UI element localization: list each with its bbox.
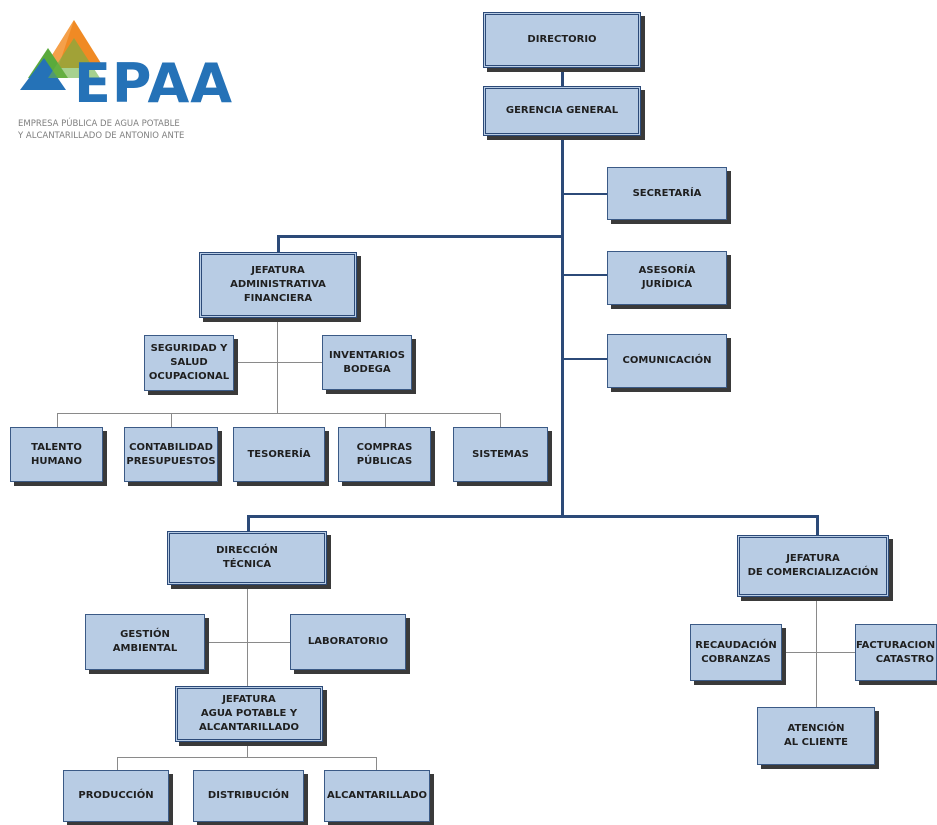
box-compras: COMPRAS PÚBLICAS (338, 427, 431, 482)
connector-compras (385, 413, 386, 427)
connector-admin-drop (277, 235, 280, 253)
connector-comercial-side (781, 652, 855, 653)
connector-produccion (117, 757, 118, 770)
label-produccion: PRODUCCIÓN (78, 790, 154, 801)
label-sistemas: SISTEMAS (472, 448, 529, 460)
label-gerencia-general: GERENCIA GENERAL (505, 105, 619, 116)
label-secretaria: SECRETARÍA (632, 187, 702, 199)
label-comunicacion: COMUNICACIÓN (622, 355, 712, 366)
label-laboratorio: LABORATORIO (307, 636, 389, 647)
label-jefatura-comercializacion: JEFATURA DE COMERCIALIZACIÓN (747, 553, 879, 578)
box-seguridad: SEGURIDAD Y SALUD OCUPACIONAL (144, 335, 234, 391)
label-talento-humano: TALENTO HUMANO (30, 441, 83, 467)
box-sistemas: SISTEMAS (453, 427, 548, 482)
label-recaudacion: RECAUDACIÓN COBRANZAS (695, 639, 777, 665)
box-inventarios: INVENTARIOS BODEGA (322, 335, 412, 390)
label-seguridad: SEGURIDAD Y SALUD OCUPACIONAL (148, 343, 230, 382)
label-direccion-tecnica: DIRECCIÓN TÉCNICA (216, 545, 278, 570)
connector-sistemas (500, 413, 501, 427)
connector-agua-children (117, 757, 377, 758)
logo-subtitle: EMPRESA PÚBLICA DE AGUA POTABLE Y ALCANT… (18, 119, 185, 141)
connector-admin-branch (277, 235, 563, 238)
connector-tecnica-drop (247, 515, 250, 531)
box-jefatura-agua: JEFATURA AGUA POTABLE Y ALCANTARILLADO (175, 686, 323, 742)
box-secretaria: SECRETARÍA (607, 167, 727, 220)
box-comunicacion: COMUNICACIÓN (607, 334, 727, 388)
box-direccion-tecnica: DIRECCIÓN TÉCNICA (167, 531, 327, 585)
connector-admin-children (57, 413, 501, 414)
label-directorio: DIRECTORIO (527, 34, 597, 45)
label-facturacion: FACTURACION CATASTRO (856, 639, 936, 665)
label-compras: COMPRAS PÚBLICAS (356, 441, 413, 467)
connector-alcantarillado (376, 757, 377, 770)
logo-title: EPAA (74, 52, 234, 115)
box-atencion-cliente: ATENCIÓN AL CLIENTE (757, 707, 875, 765)
box-asesoria-juridica: ASESORÍA JURÍDICA (607, 251, 727, 305)
label-distribucion: DISTRIBUCIÓN (207, 790, 290, 801)
connector-tecnica-side (205, 642, 291, 643)
connector-lower-branch (247, 515, 819, 518)
label-alcantarillado: ALCANTARILLADO (326, 790, 428, 801)
logo-triangle-icon (20, 20, 104, 90)
connector-contabilidad (171, 413, 172, 427)
box-talento-humano: TALENTO HUMANO (10, 427, 103, 482)
box-recaudacion: RECAUDACIÓN COBRANZAS (690, 624, 782, 681)
box-laboratorio: LABORATORIO (290, 614, 406, 670)
label-jefatura-administrativa: JEFATURA ADMINISTRATIVA FINANCIERA (230, 265, 326, 304)
connector-main-trunk (561, 135, 564, 518)
connector-tecnica-stem (247, 584, 248, 686)
box-jefatura-comercializacion: JEFATURA DE COMERCIALIZACIÓN (737, 535, 889, 597)
label-inventarios: INVENTARIOS BODEGA (329, 349, 405, 375)
connector-agua-stem (247, 741, 248, 757)
connector-comunicacion (564, 358, 608, 360)
box-gestion-ambiental: GESTIÓN AMBIENTAL (85, 614, 205, 670)
box-contabilidad: CONTABILIDAD PRESUPUESTOS (124, 427, 218, 482)
connector-comercial-drop (816, 515, 819, 535)
connector-talento (57, 413, 58, 427)
label-gestion-ambiental: GESTIÓN AMBIENTAL (112, 629, 178, 654)
label-asesoria-juridica: ASESORÍA JURÍDICA (638, 265, 696, 290)
label-jefatura-agua: JEFATURA AGUA POTABLE Y ALCANTARILLADO (198, 694, 300, 733)
box-facturacion: FACTURACION CATASTRO (855, 624, 937, 681)
connector-asesoria (564, 274, 608, 276)
connector-admin-stem (277, 317, 278, 414)
box-directorio: DIRECTORIO (483, 12, 641, 68)
box-distribucion: DISTRIBUCIÓN (193, 770, 304, 822)
box-produccion: PRODUCCIÓN (63, 770, 169, 822)
epaa-logo: EPAA EMPRESA PÚBLICA DE AGUA POTABLE Y A… (18, 18, 243, 158)
connector-admin-side (235, 362, 323, 363)
label-tesoreria: TESORERÍA (247, 448, 311, 460)
connector-directorio-gerencia (561, 68, 564, 86)
box-alcantarillado: ALCANTARILLADO (324, 770, 430, 822)
box-jefatura-administrativa: JEFATURA ADMINISTRATIVA FINANCIERA (199, 252, 357, 318)
connector-secretaria (564, 193, 608, 195)
label-contabilidad: CONTABILIDAD PRESUPUESTOS (126, 441, 216, 467)
label-atencion-cliente: ATENCIÓN AL CLIENTE (784, 723, 848, 748)
box-tesoreria: TESORERÍA (233, 427, 325, 482)
box-gerencia-general: GERENCIA GENERAL (483, 86, 641, 136)
